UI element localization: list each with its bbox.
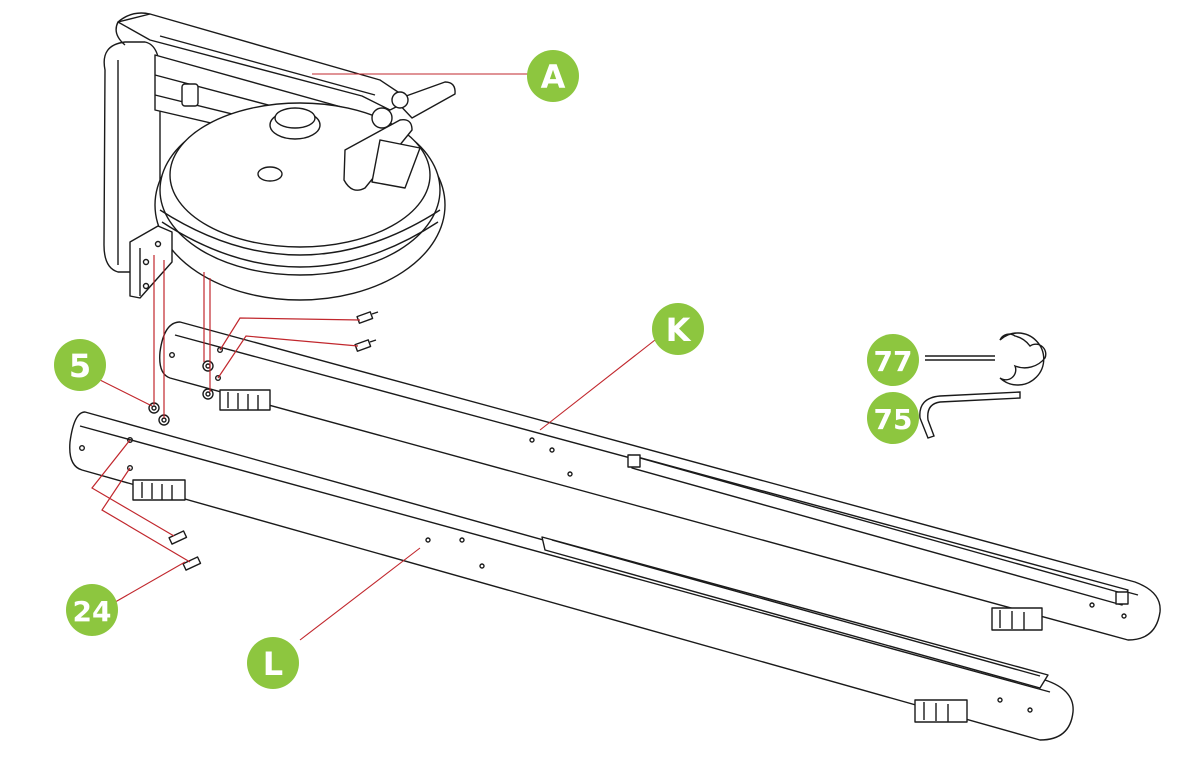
rail-k: [159, 321, 1161, 641]
rail-k-rear-feet: [991, 607, 1043, 631]
bolt-24a: [168, 530, 188, 545]
allen-key-icon: [919, 391, 1021, 439]
flywheel-assembly: [103, 12, 456, 301]
callout-k: K: [652, 303, 704, 355]
nut-5d: [202, 388, 214, 400]
callout-l-label: L: [263, 645, 283, 683]
rail-l-front-feet: [132, 479, 186, 501]
rail-k-front-feet: [219, 389, 271, 411]
callout-77: 77: [867, 334, 919, 386]
callout-75-label: 75: [874, 403, 913, 436]
callout-75: 75: [867, 392, 919, 444]
assembly-lines: [91, 255, 361, 563]
callout-a: A: [527, 50, 579, 102]
callout-k-label: K: [666, 311, 692, 349]
hardware: [148, 311, 379, 571]
callout-5: 5: [54, 339, 106, 391]
callout-5-label: 5: [69, 347, 91, 385]
callout-l: L: [247, 637, 299, 689]
callout-77-label: 77: [874, 345, 913, 378]
bolt-k1: [356, 311, 379, 324]
rail-l-rear-feet: [914, 699, 968, 723]
rail-l: [69, 411, 1074, 741]
callout-24-label: 24: [73, 595, 112, 628]
callout-24: 24: [66, 584, 118, 636]
leader-lines: [99, 73, 656, 641]
wrench-key-icon: [925, 332, 1047, 386]
bolt-k2: [354, 339, 377, 352]
bolt-24b: [182, 556, 202, 571]
callout-a-label: A: [541, 58, 566, 96]
nut-5c: [202, 360, 214, 372]
